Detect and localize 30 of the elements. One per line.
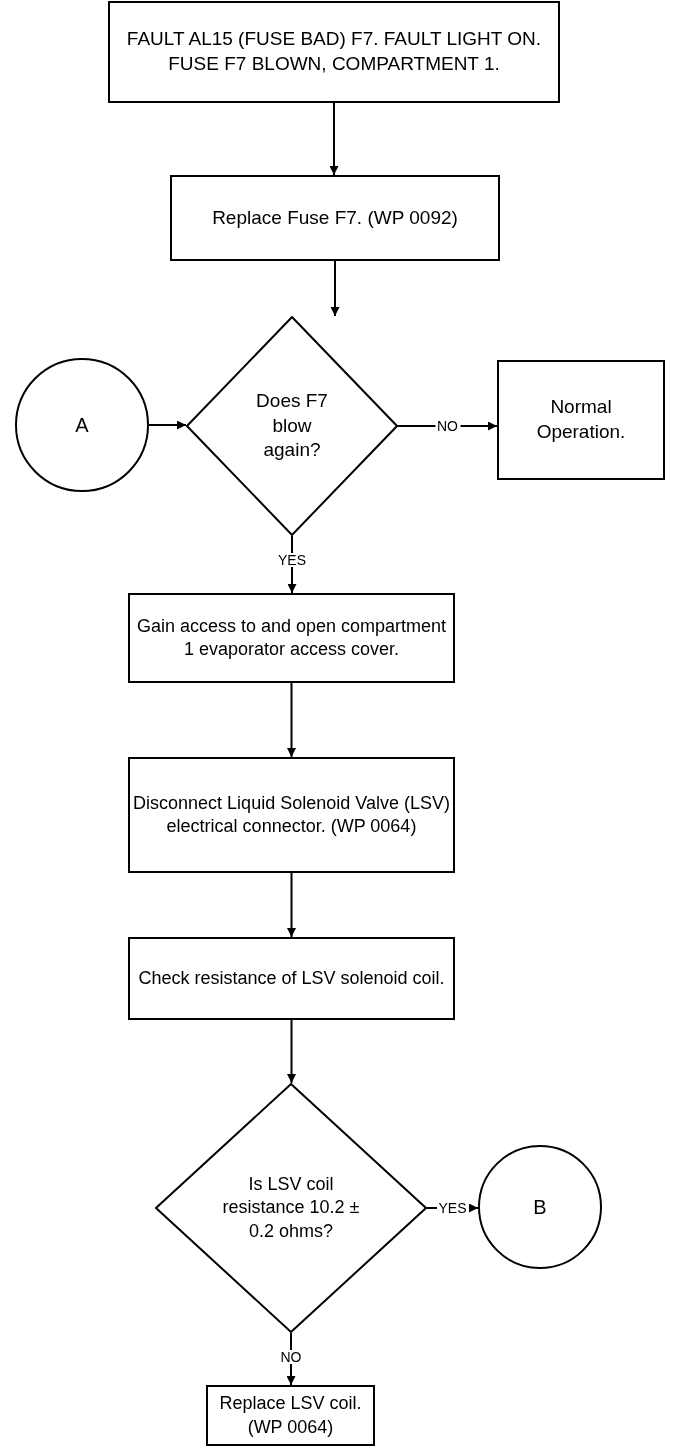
edge-label: NO <box>278 1350 304 1364</box>
edge-label: YES <box>436 1201 469 1215</box>
node-text: A <box>75 413 89 438</box>
node-text: Check resistance of LSV solenoid coil. <box>138 966 445 990</box>
edge-label: NO <box>435 419 460 433</box>
node-text: Does F7 blow again? <box>255 388 329 463</box>
arrow <box>330 260 340 317</box>
node-text: Replace Fuse F7. (WP 0092) <box>212 205 458 230</box>
process-box <box>497 360 665 480</box>
process-box <box>206 1385 375 1446</box>
node-text: Disconnect Liquid Solenoid Valve (LSV) electrical connector. (WP 0064) <box>132 791 451 838</box>
node-text: FAULT AL15 (FUSE BAD) F7. FAULT LIGHT ON. FUSE F7 BLOWN, COMPARTMENT 1. <box>125 27 543 76</box>
arrow <box>287 682 296 758</box>
process-box <box>128 937 455 1020</box>
edge-label: YES <box>276 553 308 567</box>
decision-diamond <box>186 316 398 536</box>
node-text: Normal Operation. <box>535 395 627 444</box>
node-text: Replace LSV coil. (WP 0064) <box>218 1392 363 1439</box>
process-box <box>128 757 455 873</box>
process-box <box>170 175 500 261</box>
decision-diamond <box>155 1083 427 1333</box>
arrow <box>329 102 339 176</box>
node-text: Gain access to and open compartment 1 evaporator access cover. <box>135 614 448 661</box>
process-box <box>108 1 560 103</box>
node-text: Is LSV coil resistance 10.2 ± 0.2 ohms? <box>221 1172 361 1243</box>
arrow <box>148 420 187 430</box>
process-box <box>128 593 455 683</box>
arrow <box>287 872 296 938</box>
arrow <box>287 1019 296 1084</box>
node-text: B <box>533 1195 547 1220</box>
